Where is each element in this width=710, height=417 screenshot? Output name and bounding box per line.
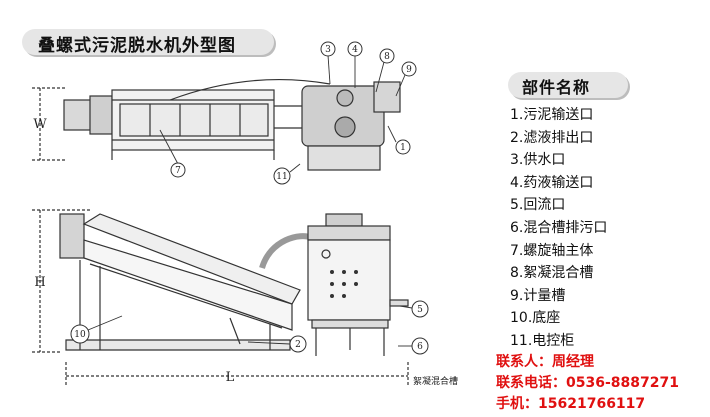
- callout-10: [70, 324, 90, 344]
- callout-5-label: 5: [417, 305, 423, 315]
- callout-1-label: 1: [400, 143, 406, 153]
- part-item: 6.混合槽排污口: [510, 219, 608, 236]
- callout-6: [411, 337, 429, 355]
- part-item: 2.滤液排出口: [510, 129, 594, 146]
- contact-phone: 联系电话：0536-8887271: [496, 375, 679, 391]
- part-item: 1.污泥输送口: [510, 107, 594, 123]
- title-badge: [22, 29, 274, 55]
- contact-block: 联系人：周经理 联系电话：0536-8887271 手机：15621766117: [496, 352, 679, 415]
- part-item: 4.药液输送口: [510, 174, 594, 191]
- callout-11: [273, 167, 291, 185]
- part-item: 7.螺旋轴主体: [510, 242, 594, 259]
- callout-2-label: 2: [295, 340, 301, 350]
- top-view: [32, 78, 401, 171]
- callout-3-label: 3: [325, 45, 331, 55]
- callout-3: [320, 41, 336, 57]
- dimension-height-label: H: [34, 275, 45, 290]
- dimension-length-label: L: [226, 370, 235, 385]
- parts-heading-badge: [508, 72, 628, 98]
- parts-list: 1.污泥输送口 2.滤液排出口 3.供水口 4.药液输送口 5.回流口 6.混合…: [510, 104, 607, 353]
- dimension-width-label: W: [33, 117, 47, 132]
- part-item: 5.回流口: [510, 197, 566, 214]
- callout-10-label: 10: [74, 330, 86, 340]
- callout-1: [395, 139, 411, 155]
- callout-5: [411, 300, 429, 318]
- part-item: 10.底座: [510, 310, 561, 327]
- contact-person: 联系人：周经理: [496, 354, 594, 370]
- part-item: 9.计量槽: [510, 287, 566, 304]
- part-item: 11.电控柜: [510, 332, 575, 349]
- callout-4-label: 4: [352, 45, 358, 55]
- page-title: 叠螺式污泥脱水机外型图: [38, 36, 236, 56]
- callout-circles: [70, 41, 429, 355]
- part-item: 8.絮凝混合槽: [510, 265, 594, 282]
- callout-7-label: 7: [175, 166, 181, 176]
- callout-8-label: 8: [384, 52, 390, 62]
- callout-leaders: [87, 54, 413, 347]
- callout-4: [347, 41, 363, 57]
- callout-7: [170, 162, 186, 178]
- part-item: 3.供水口: [510, 152, 566, 169]
- contact-mobile: 手机：15621766117: [496, 396, 646, 412]
- callout-9: [401, 61, 417, 77]
- side-view: [32, 209, 409, 386]
- callout-11-label: 11: [276, 172, 287, 182]
- callout-9-label: 9: [406, 65, 412, 75]
- footnote-label: 絮凝混合槽: [413, 377, 459, 387]
- callout-2: [289, 335, 307, 353]
- callout-8: [379, 48, 395, 64]
- callout-6-label: 6: [417, 342, 423, 352]
- parts-heading: 部件名称: [522, 78, 591, 97]
